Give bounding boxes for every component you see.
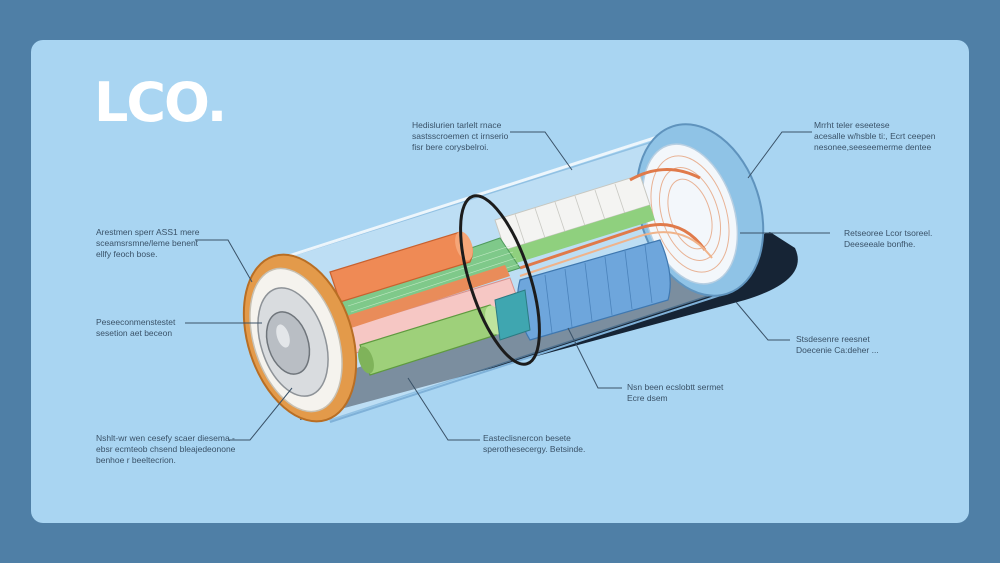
terminal-highlight — [276, 324, 290, 348]
leader-top-left-a — [510, 131, 573, 171]
leader-bottom-mid — [407, 377, 480, 441]
leader-right-c — [735, 301, 790, 341]
page-title: LCO. — [94, 71, 227, 134]
leader-left-c — [228, 387, 293, 441]
copper-wires — [519, 223, 707, 270]
copper-wires-3 — [629, 168, 701, 182]
callout-left-c: Nshlt-wr wen cesefy scaer diesema -ebsr … — [96, 433, 236, 465]
separator-lines — [514, 183, 626, 245]
leader-right-a — [747, 131, 812, 179]
green-rod-front — [358, 346, 374, 374]
green-electrode-strip — [505, 205, 655, 265]
teal-connector — [494, 289, 531, 341]
casing-bottom-edge — [329, 291, 731, 423]
rear-cap-inner — [641, 143, 739, 285]
callout-right-b: Retseoree Lcor tsoreel.Deeseeale bonfhe. — [844, 228, 933, 249]
copper-wires-2 — [519, 231, 713, 277]
rear-cap-windings — [650, 155, 730, 273]
leader-left-a — [195, 239, 253, 283]
divider-ring — [459, 194, 541, 366]
leader-mid-right — [567, 327, 622, 389]
blue-roll-lines — [544, 244, 653, 334]
leader-lines — [185, 131, 830, 441]
